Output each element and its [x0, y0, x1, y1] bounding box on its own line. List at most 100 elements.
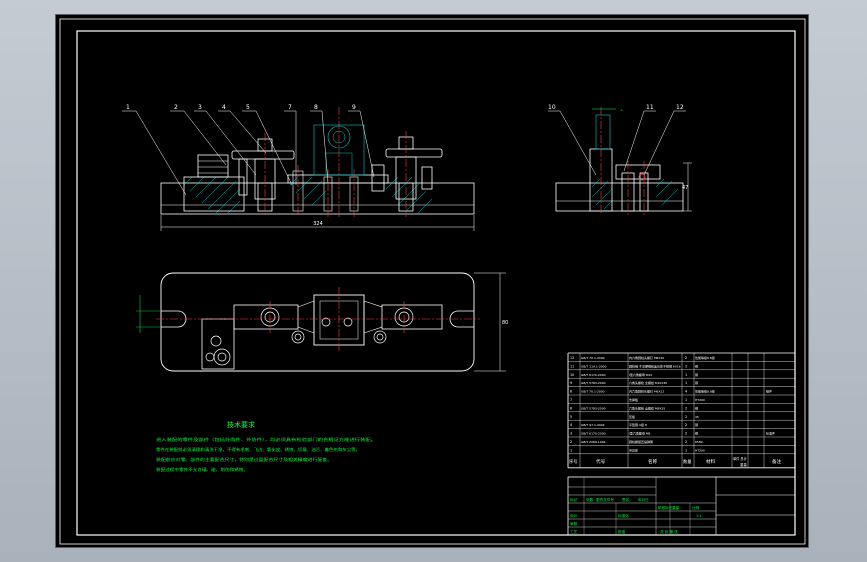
balloon-7: 7	[288, 104, 292, 111]
part-row-seq: 9	[570, 381, 572, 385]
tb-stage-mark: 阶段标记	[658, 505, 673, 510]
part-row-seq: 5	[570, 415, 572, 419]
part-row-name: I型六角螺母 M8	[629, 431, 650, 436]
tb-approve: 批准	[618, 529, 626, 534]
front-balloons: 1 2 3 4 5 7 8 9	[126, 104, 356, 111]
tech-req-line-3: 装配前应对零、部件的主要配合尺寸，特别是过盈配合尺寸及相关精度进行复查。	[156, 456, 332, 462]
part-row-qty: 2	[685, 440, 687, 444]
part-row-qty: 2	[685, 356, 687, 360]
header-qty: 数量	[683, 458, 691, 465]
part-row-code: GB/T 6170-2000	[581, 432, 606, 436]
part-row-qty: 1	[685, 448, 687, 452]
plan-view: 80	[136, 272, 508, 372]
part-row-name: 支撑板	[629, 397, 638, 402]
part-row-seq: 12	[570, 356, 574, 360]
dim-front-length: 324	[313, 221, 323, 227]
part-row-material: 钢	[695, 431, 698, 436]
part-row-name: 圆柱螺旋压缩弹簧	[629, 439, 653, 444]
tb-scale: 比例	[692, 505, 700, 510]
part-row-qty: 1	[685, 373, 687, 377]
tb-divisions: 处数	[586, 497, 594, 502]
part-row-seq: 8	[570, 390, 572, 394]
part-row-name: 平垫圈 A级 8	[629, 422, 647, 427]
dim-plan-height: 80	[502, 320, 508, 326]
part-row-code: GB/T 5783-2000	[581, 406, 606, 410]
part-row-code: GB/T 2089-1994	[581, 440, 606, 444]
part-row-seq: 11	[570, 364, 574, 368]
part-row-material: 钢	[695, 372, 698, 377]
header-code: 代号	[596, 458, 606, 465]
header-name: 名称	[648, 458, 658, 465]
part-row-name: I型六角螺母 M10	[629, 372, 652, 377]
part-row-qty: 1	[685, 398, 687, 402]
side-balloons: 10 11 12	[548, 104, 684, 111]
balloon-10: 10	[548, 104, 556, 111]
drawing-canvas[interactable]: 324 1 2 3 4 5 7 8 9	[55, 14, 809, 548]
part-row-material: 钢	[695, 363, 698, 368]
part-row-material: 钢	[695, 380, 698, 385]
tech-req-title: 技术要求	[227, 420, 255, 429]
part-row-code: GB/T 6170-2000	[581, 373, 606, 377]
part-row-name: 内六角圆柱头螺钉 M8X10	[629, 355, 664, 360]
side-view: 47 ⊥	[555, 107, 692, 215]
tech-req-line-4: 装配过程中零件不允许磕、碰、划伤和锈蚀。	[156, 466, 248, 472]
part-row-seq: 10	[570, 373, 574, 377]
part-row-qty: 2	[685, 415, 687, 419]
balloon-4: 4	[222, 104, 226, 111]
part-row-code: GB/T 97.1-2002	[581, 423, 605, 427]
part-row-name: 六角头螺栓 全螺纹 M8X25	[629, 405, 665, 410]
front-hatching	[183, 176, 433, 214]
part-row-seq: 2	[570, 440, 572, 444]
part-row-material: 45	[695, 415, 699, 419]
tb-signature: 签名	[622, 497, 630, 502]
tech-requirements: 技术要求 进入装配的零件及部件（包括外购件、外协件），均必须具有检验部门的合格证…	[156, 420, 376, 472]
balloon-11: 11	[646, 104, 654, 111]
part-row-seq: 1	[570, 448, 572, 452]
part-row-material: 性能等级8.8级	[695, 389, 715, 394]
part-row-name: 圆柱销 不淬硬钢和奥氏体不锈钢 6X16	[629, 363, 681, 368]
header-material: 材料	[706, 458, 716, 465]
part-row-seq: 6	[570, 406, 572, 410]
part-row-name: 夹具体	[629, 447, 638, 452]
tb-designer: 设计	[570, 513, 578, 518]
part-row-remark: 标准件	[766, 431, 775, 436]
part-row-code: GB/T 119.1-2000	[581, 364, 607, 368]
title-block: 标记 处数 更改文件号 签名 年月日 设计 标准化 阶段标记 重量 比例 1:1…	[567, 476, 796, 536]
part-row-qty: 2	[685, 432, 687, 436]
outer-frame	[59, 18, 806, 545]
balloon-9: 9	[352, 104, 356, 111]
balloon-5: 5	[246, 104, 250, 111]
balloon-1: 1	[126, 104, 130, 111]
tb-standardization: 标准化	[618, 513, 629, 518]
part-row-name: 压板	[629, 414, 635, 419]
part-row-qty: 1	[685, 381, 687, 385]
cad-drawing: 324 1 2 3 4 5 7 8 9	[59, 18, 806, 545]
part-row-seq: 3	[570, 432, 572, 436]
part-row-material: 65Mn	[695, 440, 703, 444]
part-row-material: 性能等级8.8级	[695, 355, 715, 360]
front-view: 324	[160, 107, 475, 231]
front-leaders	[122, 110, 375, 196]
part-row-qty: 2	[685, 364, 687, 368]
tb-checker: 审核	[570, 521, 578, 526]
tb-sheets: 共 张 第 张	[660, 529, 678, 534]
front-base-plate	[160, 182, 475, 215]
part-row-seq: 4	[570, 423, 572, 427]
tb-process: 工艺	[570, 529, 578, 534]
part-row-qty: 2	[685, 406, 687, 410]
tech-req-line-2: 零件在装配前必须清理和清洗干净，不得有毛刺、飞边、氧化皮、锈蚀、切屑、油污、着色…	[156, 446, 360, 452]
part-row-remark: 组件	[766, 389, 772, 394]
tb-change-doc: 更改文件号	[596, 497, 614, 502]
tb-scale-value: 1:1	[696, 514, 702, 518]
part-row-code: GB/T 70.1-2000	[581, 356, 605, 360]
part-row-name: 六角头螺栓 全螺纹 M10X30	[629, 380, 667, 385]
balloon-8: 8	[314, 104, 318, 111]
svg-text:⊥: ⊥	[620, 107, 624, 112]
part-row-material: HT200	[695, 398, 705, 402]
part-row-material: HT200	[695, 448, 705, 452]
part-row-seq: 7	[570, 398, 572, 402]
part-row-code: GB/T 5783-2000	[581, 381, 606, 385]
balloon-3: 3	[198, 104, 202, 111]
tb-mark: 标记	[570, 497, 578, 502]
